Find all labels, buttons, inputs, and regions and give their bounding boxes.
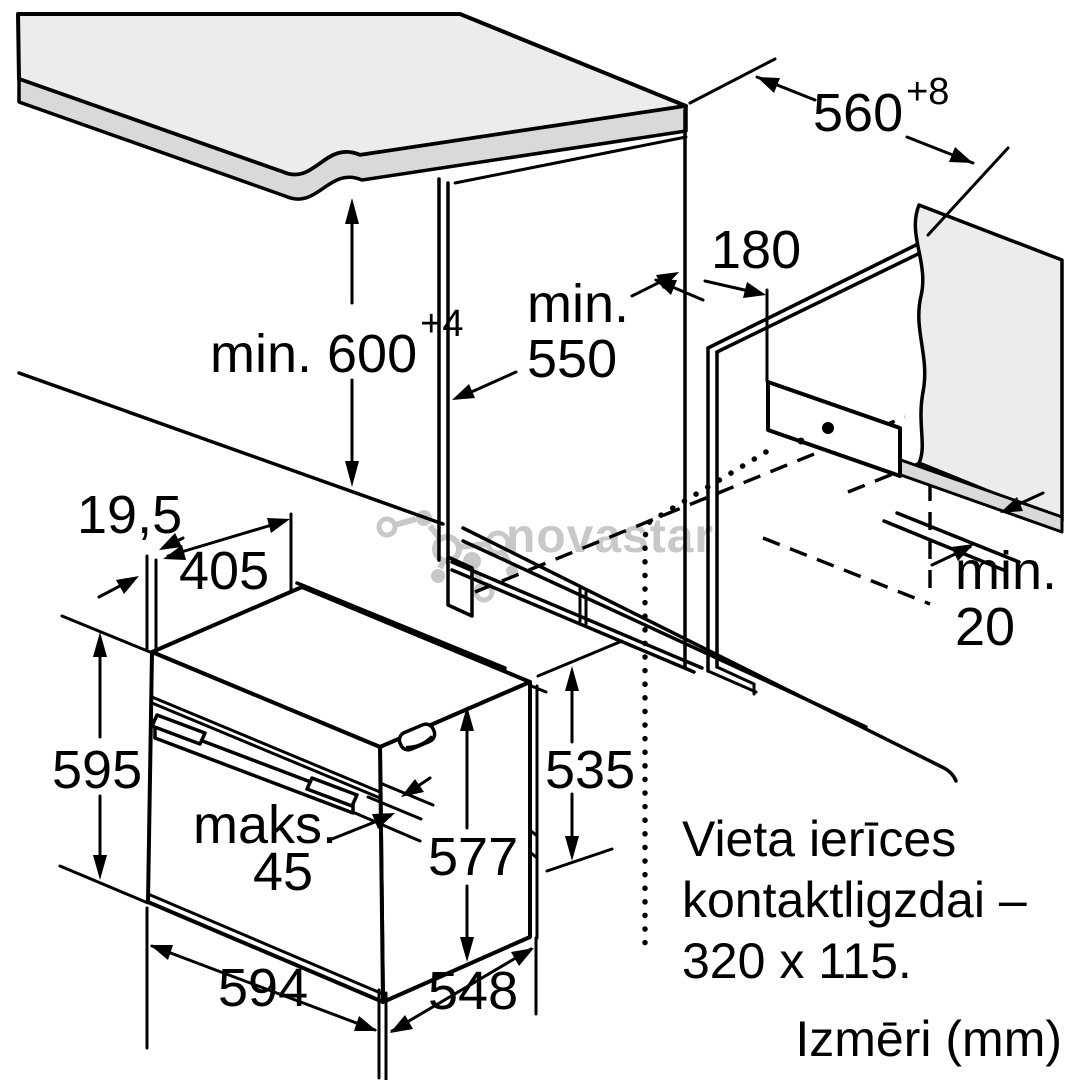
socket-note-line1: Vieta ierīces xyxy=(682,811,956,867)
dim-depth: 548 xyxy=(390,936,538,1033)
outlet-dot xyxy=(822,422,834,434)
grip-hole xyxy=(397,722,437,752)
kitchen-niche-scene: min. 600+4 560+8 min. 550 180 xyxy=(16,12,1064,989)
front-height-label: 595 xyxy=(52,740,142,800)
oven-door-handle xyxy=(153,721,355,815)
dim-rear-panel-depth: 19,5 xyxy=(77,485,185,654)
outlet-dot-small xyxy=(797,437,805,445)
niche-structure xyxy=(437,108,958,783)
socket-note-line3: 320 x 115. xyxy=(682,933,912,989)
niche-depth-label-1: min. xyxy=(527,274,629,334)
dim-rear-gap: min. 20 xyxy=(930,491,1057,657)
width-label: 594 xyxy=(218,958,308,1018)
countertop xyxy=(16,12,688,201)
dim-body-height: 577 xyxy=(428,706,518,962)
dim-niche-depth: min. 550 xyxy=(452,272,679,400)
rear-panel-depth-label: 19,5 xyxy=(77,485,182,545)
top-recess-depth-label: 405 xyxy=(179,541,269,601)
door-protrusion-label-1: maks. xyxy=(193,795,337,855)
rear-gap-label-1: min. xyxy=(955,541,1057,601)
niche-width-label: 560+8 xyxy=(813,71,949,143)
countertop-surface xyxy=(16,12,688,177)
door-protrusion-label-2: 45 xyxy=(253,842,313,902)
dim-door-protrusion: maks. 45 xyxy=(193,776,435,902)
niche-height-label: min. 600+4 xyxy=(210,303,463,384)
dim-niche-height: min. 600+4 xyxy=(210,198,463,487)
body-height-label: 577 xyxy=(428,827,518,887)
dim-insert-height: 535 xyxy=(536,639,635,873)
depth-label: 548 xyxy=(428,961,518,1021)
dim-width: 594 xyxy=(145,906,388,1080)
niche-depth-label-2: 550 xyxy=(527,329,617,389)
rear-wall-surface xyxy=(913,203,1064,523)
outlet-leader-dotted xyxy=(642,449,769,955)
socket-note-line2: kontaktligzdai – xyxy=(682,872,1027,928)
outlet-zone xyxy=(642,288,902,955)
dim-niche-width: 560+8 xyxy=(688,57,1010,237)
dim-front-height: 595 xyxy=(52,614,152,905)
outlet-hatch-box xyxy=(766,380,902,478)
rear-wall-panel xyxy=(862,203,1064,573)
oven-body xyxy=(146,585,539,1004)
units-label: Izmēri (mm) xyxy=(795,1011,1062,1067)
insert-height-label: 535 xyxy=(545,740,635,800)
socket-note: Vieta ierīces kontaktligzdai – 320 x 115… xyxy=(682,811,1027,989)
dim-top-recess-depth: 405 xyxy=(163,512,293,601)
oven-scene: 19,5 405 595 maks. 45 xyxy=(52,485,635,1080)
rear-gap-label-2: 20 xyxy=(955,597,1015,657)
outlet-offset-label: 180 xyxy=(711,220,801,280)
oven-front-face xyxy=(146,650,385,1004)
watermark: novastar xyxy=(376,510,713,603)
dim-outlet-offset: 180 xyxy=(654,220,801,302)
